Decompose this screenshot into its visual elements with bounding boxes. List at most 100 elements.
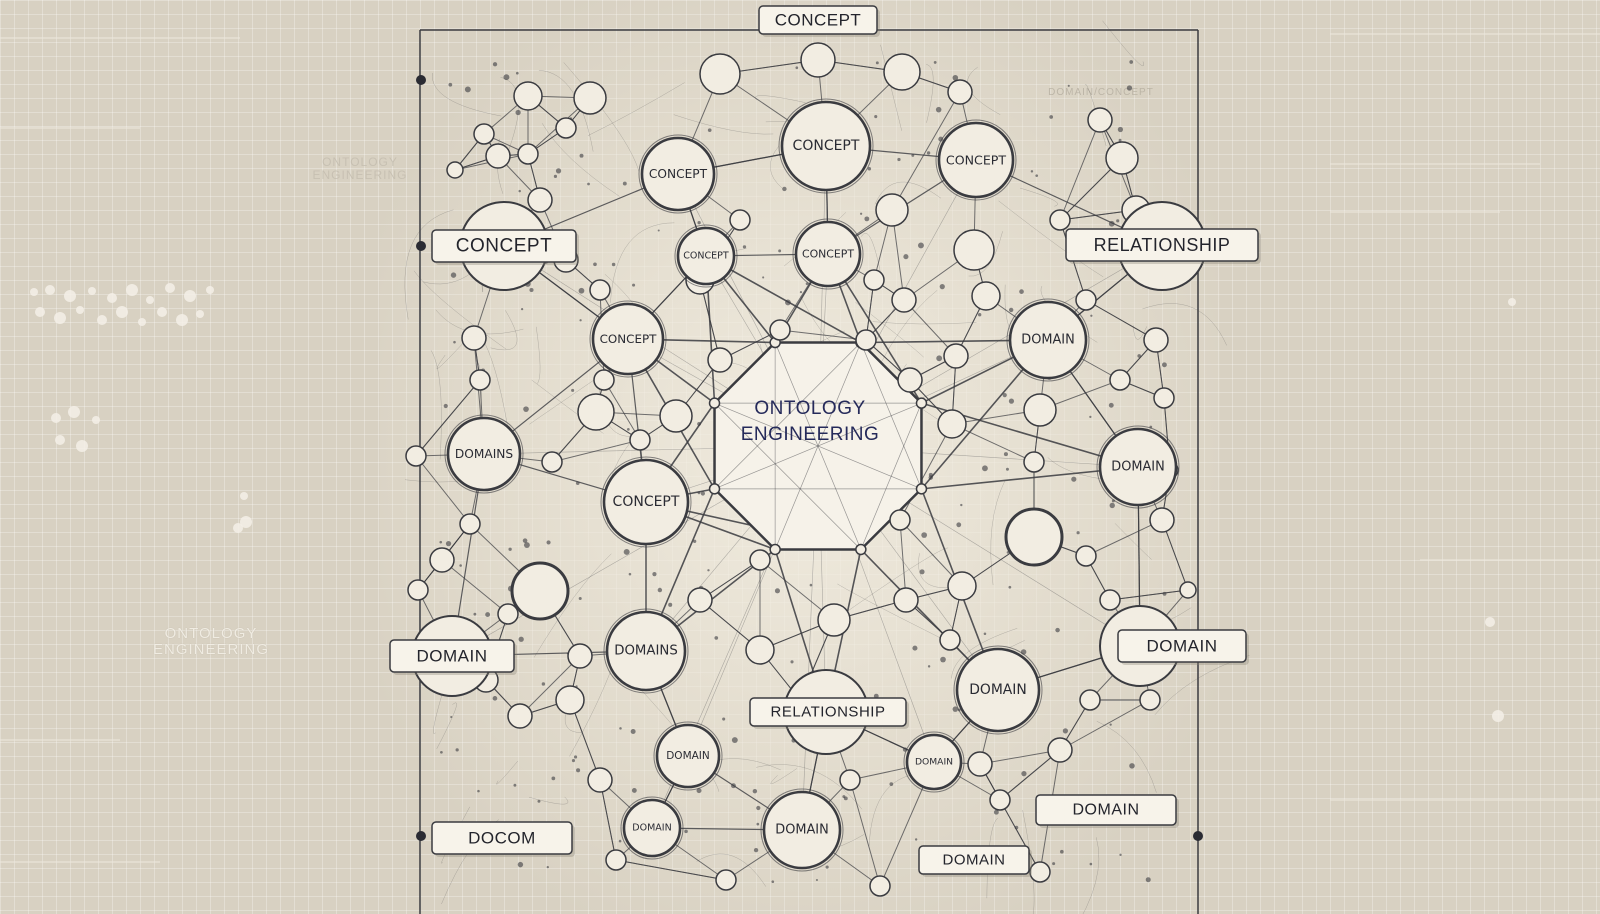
small-node xyxy=(1143,327,1169,353)
hub-vertex xyxy=(855,543,867,556)
speckle-dot xyxy=(697,491,701,495)
node-domain-small-3: DOMAIN xyxy=(620,796,684,860)
small-node xyxy=(1029,861,1051,883)
decorative-dot xyxy=(68,406,80,418)
speckle-dot xyxy=(575,481,580,486)
speckle-dot xyxy=(1119,853,1122,857)
speckle-dot xyxy=(756,822,760,826)
speckle-dot xyxy=(541,682,546,686)
hub-inner-line xyxy=(860,403,922,550)
speckle-dot xyxy=(515,71,519,75)
web-line xyxy=(587,82,685,136)
label-domain-bottom: DOMAIN xyxy=(918,845,1032,877)
speckle-dot xyxy=(1129,60,1134,64)
speckle-dot xyxy=(956,522,962,528)
small-node xyxy=(749,549,771,571)
web-line xyxy=(1020,187,1058,207)
small-node xyxy=(1139,689,1161,711)
network-edge xyxy=(441,559,509,615)
node-circle xyxy=(905,733,963,791)
small-node xyxy=(473,123,495,145)
speckle-dot xyxy=(657,587,663,593)
small-node xyxy=(1047,737,1073,763)
small-node xyxy=(971,281,1001,311)
speckle-dot xyxy=(864,216,870,222)
speckle-dot xyxy=(911,153,915,157)
speckle-dot xyxy=(626,428,630,431)
speckle-dot xyxy=(860,212,863,215)
web-line xyxy=(855,302,924,358)
node-label: DOMAIN xyxy=(1111,460,1164,475)
decorative-dot xyxy=(76,306,84,314)
side-caption-left-line1: ONTOLOGY xyxy=(164,625,258,642)
network-edge xyxy=(603,379,641,441)
label-box xyxy=(1035,794,1177,826)
speckle-dot xyxy=(778,249,782,253)
hub-vertex xyxy=(915,483,928,495)
node-circle xyxy=(955,647,1041,733)
label-text: DOMAIN xyxy=(1073,802,1140,819)
node-outer-ring xyxy=(620,796,684,860)
speckle-dot xyxy=(919,569,925,575)
speckle-dot xyxy=(517,861,524,868)
web-line xyxy=(496,760,518,785)
speckle-dot xyxy=(1117,126,1124,133)
small-node xyxy=(459,513,481,535)
small-node xyxy=(863,269,885,291)
decorative-dot xyxy=(138,318,146,326)
speckle-dot xyxy=(707,569,710,572)
node-label: DOMAINS xyxy=(614,644,678,659)
small-node xyxy=(659,399,693,433)
node-circle xyxy=(762,790,842,870)
speckle-dot xyxy=(774,588,781,594)
web-line xyxy=(541,123,620,197)
speckle-dot xyxy=(513,783,517,787)
web-line xyxy=(1082,837,1100,914)
speckle-dot xyxy=(523,542,530,548)
node-outer-ring xyxy=(760,788,844,872)
speckle-dot xyxy=(771,880,775,884)
speckle-dot xyxy=(952,706,959,712)
speckle-dot xyxy=(867,166,872,171)
side-caption-top-line2: ENGINEERING xyxy=(312,167,408,182)
speckle-dot xyxy=(576,768,581,773)
label-domain-right: DOMAIN xyxy=(1117,629,1249,665)
web-line xyxy=(535,326,541,384)
speckle-dot xyxy=(1162,591,1167,596)
speckle-dot xyxy=(593,262,597,267)
node-circle xyxy=(937,121,1015,199)
web-line xyxy=(926,64,934,123)
center-title: ONTOLOGY ENGINEERING xyxy=(700,396,920,448)
speckle-dot xyxy=(522,538,528,543)
node-concept-4: CONCEPT xyxy=(792,218,864,290)
label-box xyxy=(1065,228,1259,262)
node-label: DOMAIN xyxy=(632,823,671,834)
speckle-dot xyxy=(515,109,521,116)
speckle-dot xyxy=(782,186,787,192)
speckle-dot xyxy=(927,665,931,668)
network-edge xyxy=(551,439,641,463)
speckle-dot xyxy=(1005,467,1009,471)
speckle-dot xyxy=(459,564,462,567)
decorative-dot xyxy=(206,286,214,294)
speckle-dot xyxy=(578,596,582,600)
web-line xyxy=(755,95,806,103)
node-outer-ring xyxy=(638,134,718,214)
side-caption-left-line2: ENGINEERING xyxy=(152,640,269,658)
node-outer-ring xyxy=(935,119,1017,201)
node-outer-ring xyxy=(653,721,723,791)
speckle-dot xyxy=(1030,170,1034,173)
speckle-dot xyxy=(697,221,701,225)
speckle-dot xyxy=(914,838,918,841)
speckle-dot xyxy=(668,602,673,607)
network-edge xyxy=(849,779,881,887)
web-line xyxy=(538,70,594,152)
small-node xyxy=(429,547,455,573)
small-node xyxy=(1004,507,1064,567)
node-concept-3: CONCEPT xyxy=(935,119,1017,201)
node-circle xyxy=(602,458,690,546)
speckle-dot xyxy=(921,532,928,538)
speckle-dot xyxy=(952,74,959,81)
node-concept-1: CONCEPT xyxy=(638,134,718,214)
small-node xyxy=(1105,141,1139,175)
